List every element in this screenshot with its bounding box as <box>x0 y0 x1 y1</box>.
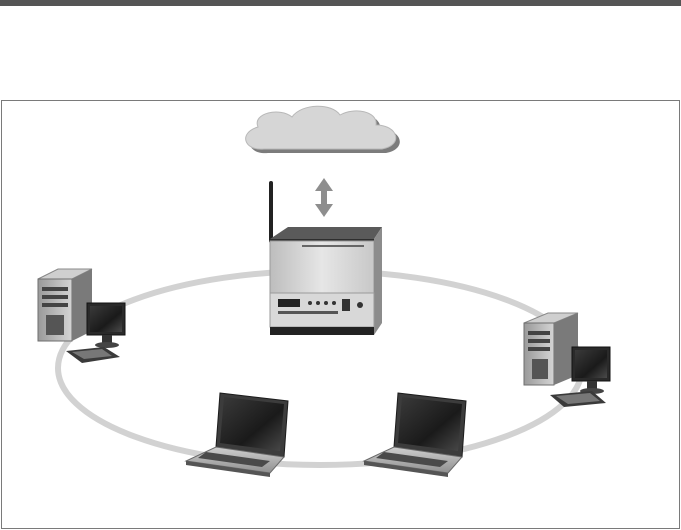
header-rule <box>0 0 681 6</box>
cloud-icon <box>246 106 400 153</box>
network-diagram <box>1 100 680 529</box>
desktop-computer-icon <box>524 313 610 407</box>
double-arrow-icon <box>315 178 333 217</box>
laptop-icon <box>186 393 288 477</box>
desktop-computer-icon <box>38 269 125 363</box>
laptop-icon <box>364 393 466 477</box>
